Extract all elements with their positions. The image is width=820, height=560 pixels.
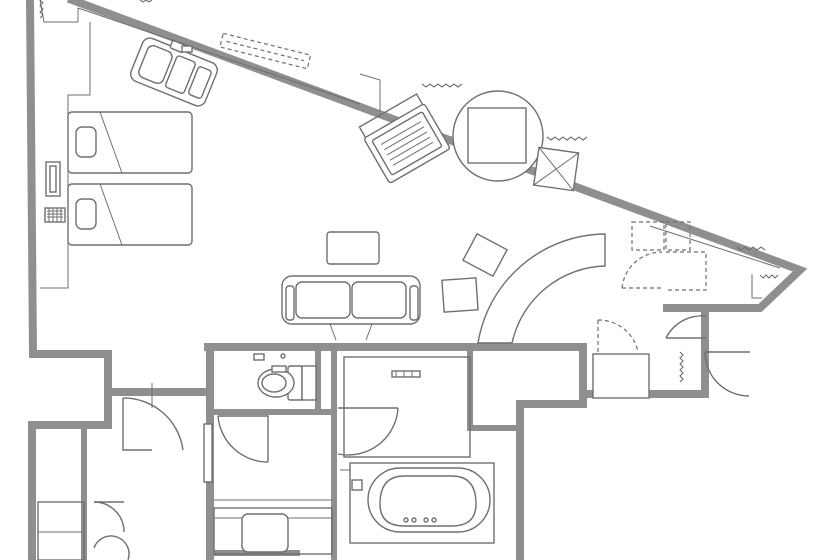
curved-counter	[477, 233, 606, 344]
entrance-door	[122, 383, 184, 451]
massage-chair	[129, 37, 218, 107]
twin-bed	[67, 111, 193, 246]
toilet-bowl	[257, 365, 317, 401]
side-cabinet	[532, 146, 580, 192]
washbasin-counter	[213, 507, 333, 555]
wall-shelf-dashed	[219, 32, 312, 70]
washroom-door	[217, 415, 269, 463]
coffee-table	[326, 231, 380, 265]
side-door	[665, 315, 750, 397]
shower-floor	[343, 356, 471, 458]
desk-with-chair	[358, 93, 450, 184]
luggage-rack	[592, 353, 650, 399]
shower-door	[337, 407, 399, 456]
bedside-panel	[44, 161, 66, 223]
washroom-door-jamb	[203, 423, 213, 483]
bathtub	[349, 462, 495, 544]
toilet-accessories	[253, 353, 287, 373]
shower-fixture	[391, 370, 421, 378]
stool	[462, 232, 508, 278]
stool	[441, 277, 479, 313]
round-table	[452, 90, 544, 182]
chair-remote	[181, 45, 193, 53]
sofa	[281, 275, 421, 341]
door-swing-dashed	[597, 319, 639, 353]
dashed-chairs	[621, 221, 707, 291]
wall-trim	[39, 0, 781, 299]
closet	[37, 501, 130, 560]
